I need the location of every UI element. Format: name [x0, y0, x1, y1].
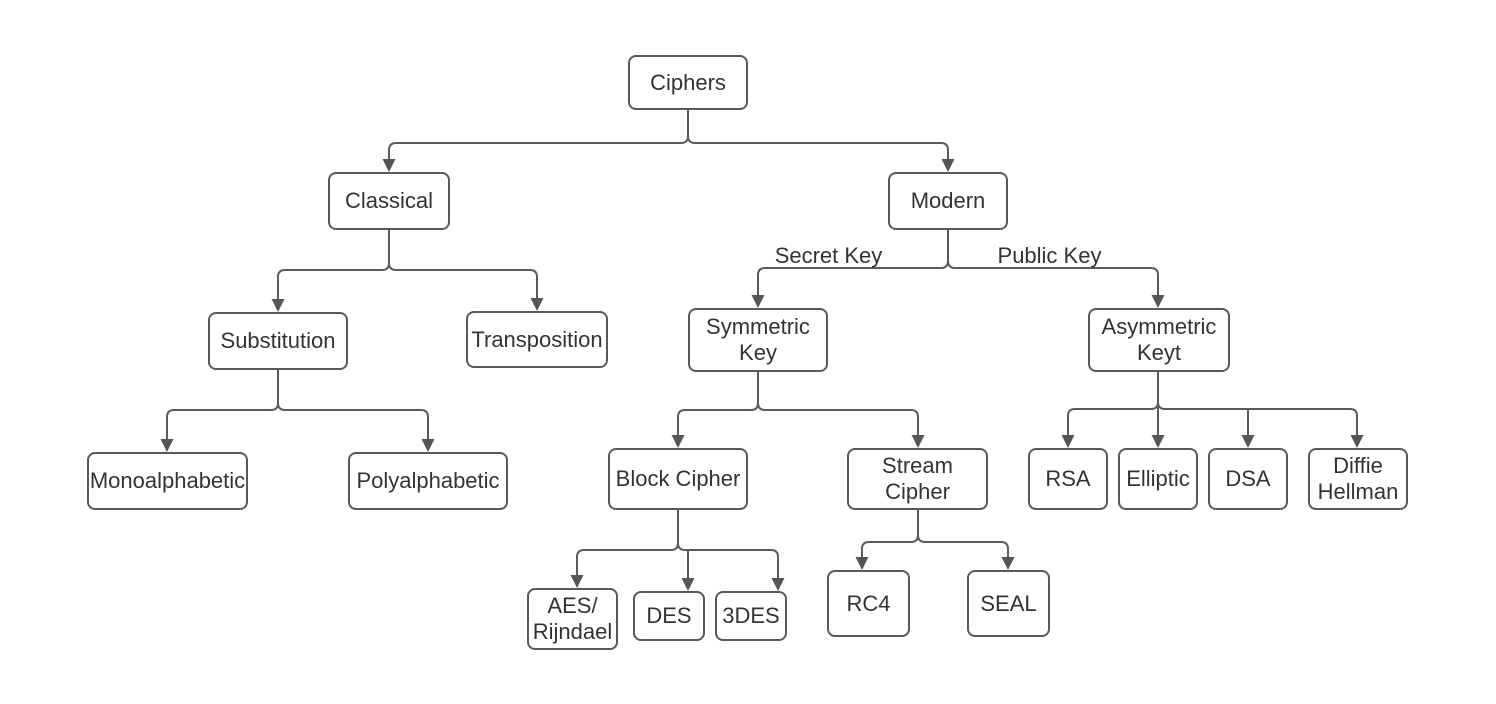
node-label: RC4	[846, 590, 891, 616]
node-substitution: Substitution	[208, 312, 348, 370]
node-label: Monoalphabetic	[89, 468, 246, 494]
node-transposition: Transposition	[466, 311, 608, 368]
node-label: SEAL	[980, 590, 1037, 616]
edge-substitution-mono	[166, 402, 279, 439]
arrowhead	[421, 439, 435, 452]
node-dsa: DSA	[1208, 448, 1288, 510]
node-label: Substitution	[220, 328, 336, 354]
node-label: 3DES	[722, 603, 780, 629]
node-aes-rijndael: AES/ Rijndael	[527, 588, 618, 650]
arrowhead	[671, 435, 685, 448]
edge-asymmetric-rsa	[1067, 401, 1159, 435]
node-label: DES	[646, 603, 692, 629]
arrowhead	[1001, 557, 1015, 570]
node-label: Modern	[910, 188, 986, 214]
node-block-cipher: Block Cipher	[608, 448, 748, 510]
node-label: Elliptic	[1126, 466, 1190, 492]
node-monoalphabetic: Monoalphabetic	[87, 452, 248, 510]
node-modern: Modern	[888, 172, 1008, 230]
arrowhead	[1151, 295, 1165, 308]
node-seal: SEAL	[967, 570, 1050, 637]
arrowhead	[1061, 435, 1075, 448]
arrowhead	[1151, 435, 1165, 448]
arrowhead	[1350, 435, 1364, 448]
node-label: DSA	[1225, 466, 1271, 492]
node-ciphers: Ciphers	[628, 55, 748, 110]
node-label: Transposition	[471, 326, 603, 352]
arrowhead	[681, 578, 695, 591]
arrowhead	[941, 159, 955, 172]
edge-label-public-key: Public Key	[997, 243, 1102, 268]
edge-modern-symmetric	[757, 260, 949, 295]
edge-stream-rc4	[861, 534, 919, 557]
node-stream-cipher: Stream Cipher	[847, 448, 988, 510]
edge-symmetric-block	[677, 402, 759, 435]
node-diffie-hellman: Diffie Hellman	[1308, 448, 1408, 510]
edge-symmetric-stream	[757, 402, 919, 435]
edge-ciphers-classical	[388, 135, 689, 159]
arrowhead	[530, 298, 544, 311]
node-classical: Classical	[328, 172, 450, 230]
node-rc4: RC4	[827, 570, 910, 637]
node-label: Polyalphabetic	[356, 468, 500, 494]
edge-substitution-poly	[277, 402, 429, 439]
arrowhead	[160, 439, 174, 452]
arrowhead	[911, 435, 925, 448]
node-label: Asymmetric Keyt	[1101, 314, 1217, 365]
edge-modern-asymmetric	[947, 260, 1159, 295]
node-elliptic: Elliptic	[1118, 448, 1198, 510]
edge-stream-seal	[917, 534, 1009, 557]
node-label: Classical	[344, 188, 434, 214]
arrowhead	[771, 578, 785, 591]
arrowhead	[271, 299, 285, 312]
node-label: Ciphers	[650, 69, 726, 95]
edge-label-secret-key: Secret Key	[774, 243, 883, 268]
node-rsa: RSA	[1028, 448, 1108, 510]
edge-classical-transposition	[388, 262, 538, 298]
arrowhead	[1241, 435, 1255, 448]
node-symmetric-key: Symmetric Key	[688, 308, 828, 372]
edge-asymmetric-diffie	[1157, 401, 1358, 435]
node-label: RSA	[1045, 466, 1091, 492]
arrowhead	[382, 159, 396, 172]
arrowhead	[855, 557, 869, 570]
arrowhead	[570, 575, 584, 588]
node-asymmetric-key: Asymmetric Keyt	[1088, 308, 1230, 372]
node-polyalphabetic: Polyalphabetic	[348, 452, 508, 510]
edge-classical-substitution	[277, 262, 390, 299]
edge-ciphers-modern	[687, 135, 949, 159]
node-3des: 3DES	[715, 591, 787, 641]
node-des: DES	[633, 591, 705, 641]
arrowhead	[751, 295, 765, 308]
node-label: Diffie Hellman	[1317, 453, 1399, 504]
node-label: Symmetric Key	[706, 314, 810, 365]
node-label: AES/ Rijndael	[532, 593, 613, 644]
node-label: Block Cipher	[615, 466, 741, 492]
edge-block-3des	[677, 542, 779, 578]
node-label: Stream Cipher	[882, 453, 953, 504]
edge-block-aes	[576, 542, 679, 575]
